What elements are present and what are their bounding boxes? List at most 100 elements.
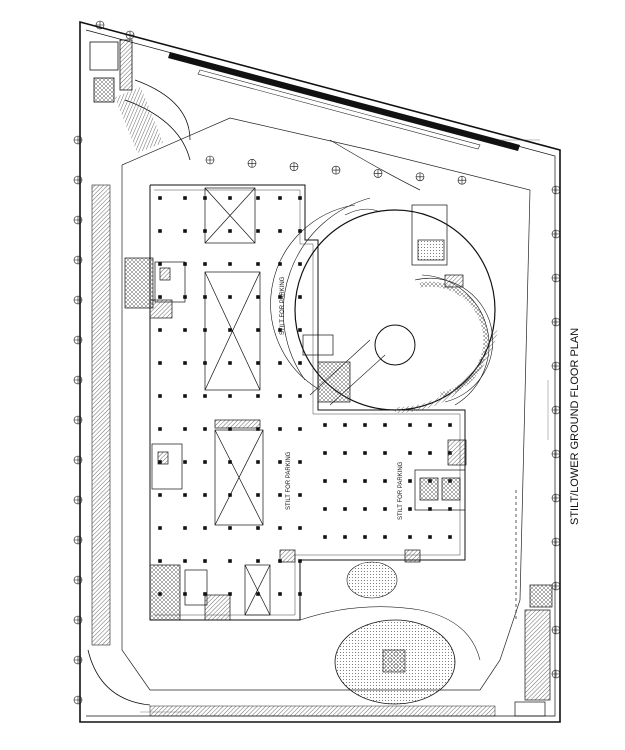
column <box>298 592 302 596</box>
column <box>203 526 207 530</box>
column <box>278 196 282 200</box>
annotation-marks <box>91 139 549 713</box>
boundary-trees <box>73 20 561 705</box>
column <box>278 427 282 431</box>
left-boundary-hatch <box>91 184 111 646</box>
circular-courtyard <box>270 197 498 414</box>
column <box>298 196 302 200</box>
column <box>203 460 207 464</box>
column <box>228 427 232 431</box>
column <box>298 361 302 365</box>
column <box>363 451 367 455</box>
column <box>298 295 302 299</box>
column <box>256 229 260 233</box>
column <box>256 361 260 365</box>
column <box>278 328 282 332</box>
column <box>298 394 302 398</box>
column <box>428 535 432 539</box>
right-gate-blocks <box>514 490 553 717</box>
column <box>256 328 260 332</box>
column <box>158 394 162 398</box>
column <box>203 394 207 398</box>
column <box>448 423 452 427</box>
column <box>256 526 260 530</box>
column <box>158 493 162 497</box>
column <box>183 196 187 200</box>
column <box>408 423 412 427</box>
column <box>183 559 187 563</box>
column <box>428 507 432 511</box>
building-footprint <box>149 184 466 621</box>
column <box>428 451 432 455</box>
column <box>343 451 347 455</box>
column <box>183 328 187 332</box>
column <box>298 493 302 497</box>
column <box>203 427 207 431</box>
column <box>256 427 260 431</box>
column <box>183 229 187 233</box>
column <box>408 479 412 483</box>
column <box>298 559 302 563</box>
column <box>228 196 232 200</box>
column <box>228 229 232 233</box>
column <box>298 229 302 233</box>
column <box>298 262 302 266</box>
column <box>228 592 232 596</box>
column <box>343 423 347 427</box>
top-road-band <box>168 52 520 151</box>
column <box>183 394 187 398</box>
column <box>343 535 347 539</box>
column <box>323 423 327 427</box>
column <box>228 361 232 365</box>
column <box>158 361 162 365</box>
driveway-outline <box>121 117 531 691</box>
column <box>278 592 282 596</box>
top-left-ramp <box>114 86 164 154</box>
column <box>408 507 412 511</box>
column <box>278 229 282 233</box>
column <box>408 451 412 455</box>
drawing-title: STILT/LOWER GROUND FLOOR PLAN <box>569 328 581 525</box>
column <box>428 423 432 427</box>
column <box>183 427 187 431</box>
column <box>228 328 232 332</box>
column <box>256 592 260 596</box>
zone-label-3: STILT FOR PARKING <box>398 461 404 520</box>
column <box>203 592 207 596</box>
bottom-left-arc <box>87 649 151 706</box>
column <box>256 295 260 299</box>
column <box>448 535 452 539</box>
column <box>158 526 162 530</box>
column <box>383 451 387 455</box>
zone-label-1: STILT FOR PARKING <box>280 276 286 335</box>
column <box>228 394 232 398</box>
column <box>158 295 162 299</box>
column <box>183 361 187 365</box>
column <box>278 460 282 464</box>
column <box>183 493 187 497</box>
column <box>363 423 367 427</box>
column <box>323 451 327 455</box>
column-grid <box>158 196 452 596</box>
column <box>256 262 260 266</box>
entry-gate-blocks <box>89 39 191 161</box>
bottom-boundary-hatch <box>149 705 496 717</box>
column <box>158 196 162 200</box>
column <box>343 479 347 483</box>
column <box>323 535 327 539</box>
column <box>203 559 207 563</box>
column <box>256 559 260 563</box>
column <box>363 479 367 483</box>
column <box>228 295 232 299</box>
column <box>363 535 367 539</box>
column <box>383 535 387 539</box>
column <box>278 361 282 365</box>
column <box>228 526 232 530</box>
column <box>278 295 282 299</box>
column <box>298 328 302 332</box>
column <box>383 423 387 427</box>
ramp-boxes <box>204 187 271 616</box>
column <box>323 479 327 483</box>
column <box>158 328 162 332</box>
